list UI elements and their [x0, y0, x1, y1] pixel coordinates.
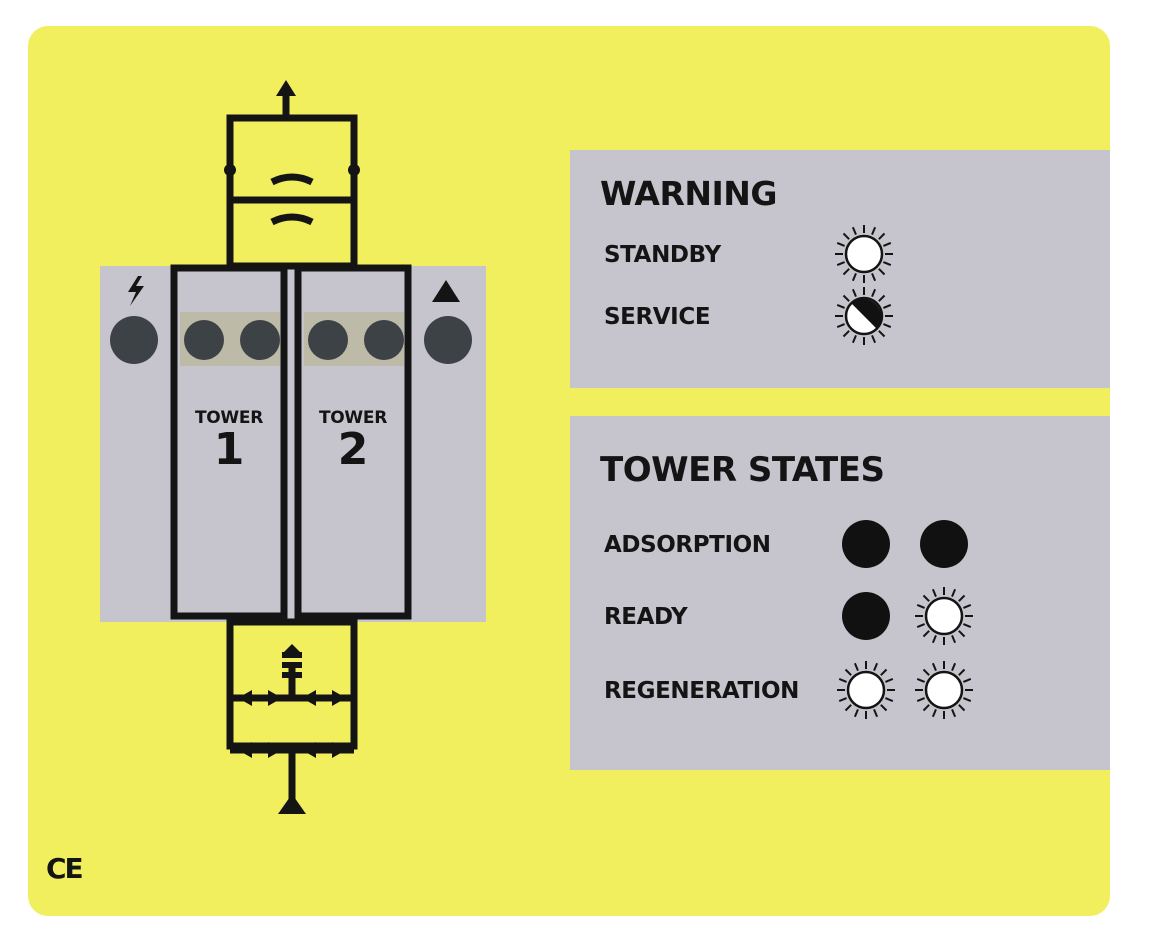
regeneration-tower-2-led-icon	[915, 661, 973, 719]
lightning-bolt-icon	[128, 276, 144, 306]
ready-tower-1-led-icon	[842, 592, 890, 640]
outlet-arrow-icon	[276, 80, 296, 96]
tower-2-word: TOWER	[318, 408, 387, 428]
tower-1-label: TOWER 1	[176, 408, 282, 472]
standby-led-icon	[835, 225, 893, 283]
status-leds	[110, 316, 472, 364]
adsorption-label: ADSORPTION	[604, 532, 771, 558]
silencer-icon	[282, 644, 302, 678]
warning-title: WARNING	[600, 174, 777, 213]
nozzle-arc-top	[270, 173, 314, 186]
adsorption-tower-2-led-icon	[920, 520, 968, 568]
nozzle-arc-bottom	[270, 213, 314, 226]
tower-2-led-a	[308, 320, 348, 360]
tower-1-number: 1	[213, 424, 245, 475]
check-valve-left	[224, 164, 236, 176]
service-label: SERVICE	[604, 304, 711, 330]
tower-2-led-b	[364, 320, 404, 360]
triangle-icon	[432, 280, 460, 302]
tower-states-title: TOWER STATES	[600, 450, 885, 490]
regeneration-tower-1-led-icon	[837, 661, 895, 719]
standby-label: STANDBY	[604, 242, 721, 268]
check-valve-right	[348, 164, 360, 176]
dryer-schematic	[110, 80, 472, 814]
tower-2-outline	[294, 264, 412, 620]
bottom-manifold	[226, 618, 358, 750]
manifold-valve-arrows	[238, 690, 346, 758]
regeneration-label: REGENERATION	[604, 678, 799, 704]
service-led-icon	[835, 287, 893, 345]
upper-valve-block	[226, 114, 358, 204]
ce-mark: CE	[46, 852, 84, 885]
inlet-arrow-icon	[278, 794, 306, 814]
control-panel-label: TOWER 1 TOWER 2 WARNING STANDBY SERVICE …	[28, 26, 1110, 916]
power-led	[110, 316, 158, 364]
tower-states-box: TOWER STATES ADSORPTION READY REGENERATI…	[570, 416, 1110, 770]
adsorption-tower-1-led-icon	[842, 520, 890, 568]
tower-2-number: 2	[337, 424, 369, 475]
tower-1-word: TOWER	[194, 408, 263, 428]
ready-label: READY	[604, 604, 688, 630]
indicator-strip	[100, 266, 486, 622]
lower-valve-block	[226, 196, 358, 270]
alarm-led	[424, 316, 472, 364]
tower-1-led-a	[184, 320, 224, 360]
ready-tower-2-led-icon	[915, 587, 973, 645]
tower-2-label: TOWER 2	[300, 408, 406, 472]
tower-1-led-b	[240, 320, 280, 360]
warning-box: WARNING STANDBY SERVICE	[570, 150, 1110, 388]
tower-1-outline	[170, 264, 288, 620]
